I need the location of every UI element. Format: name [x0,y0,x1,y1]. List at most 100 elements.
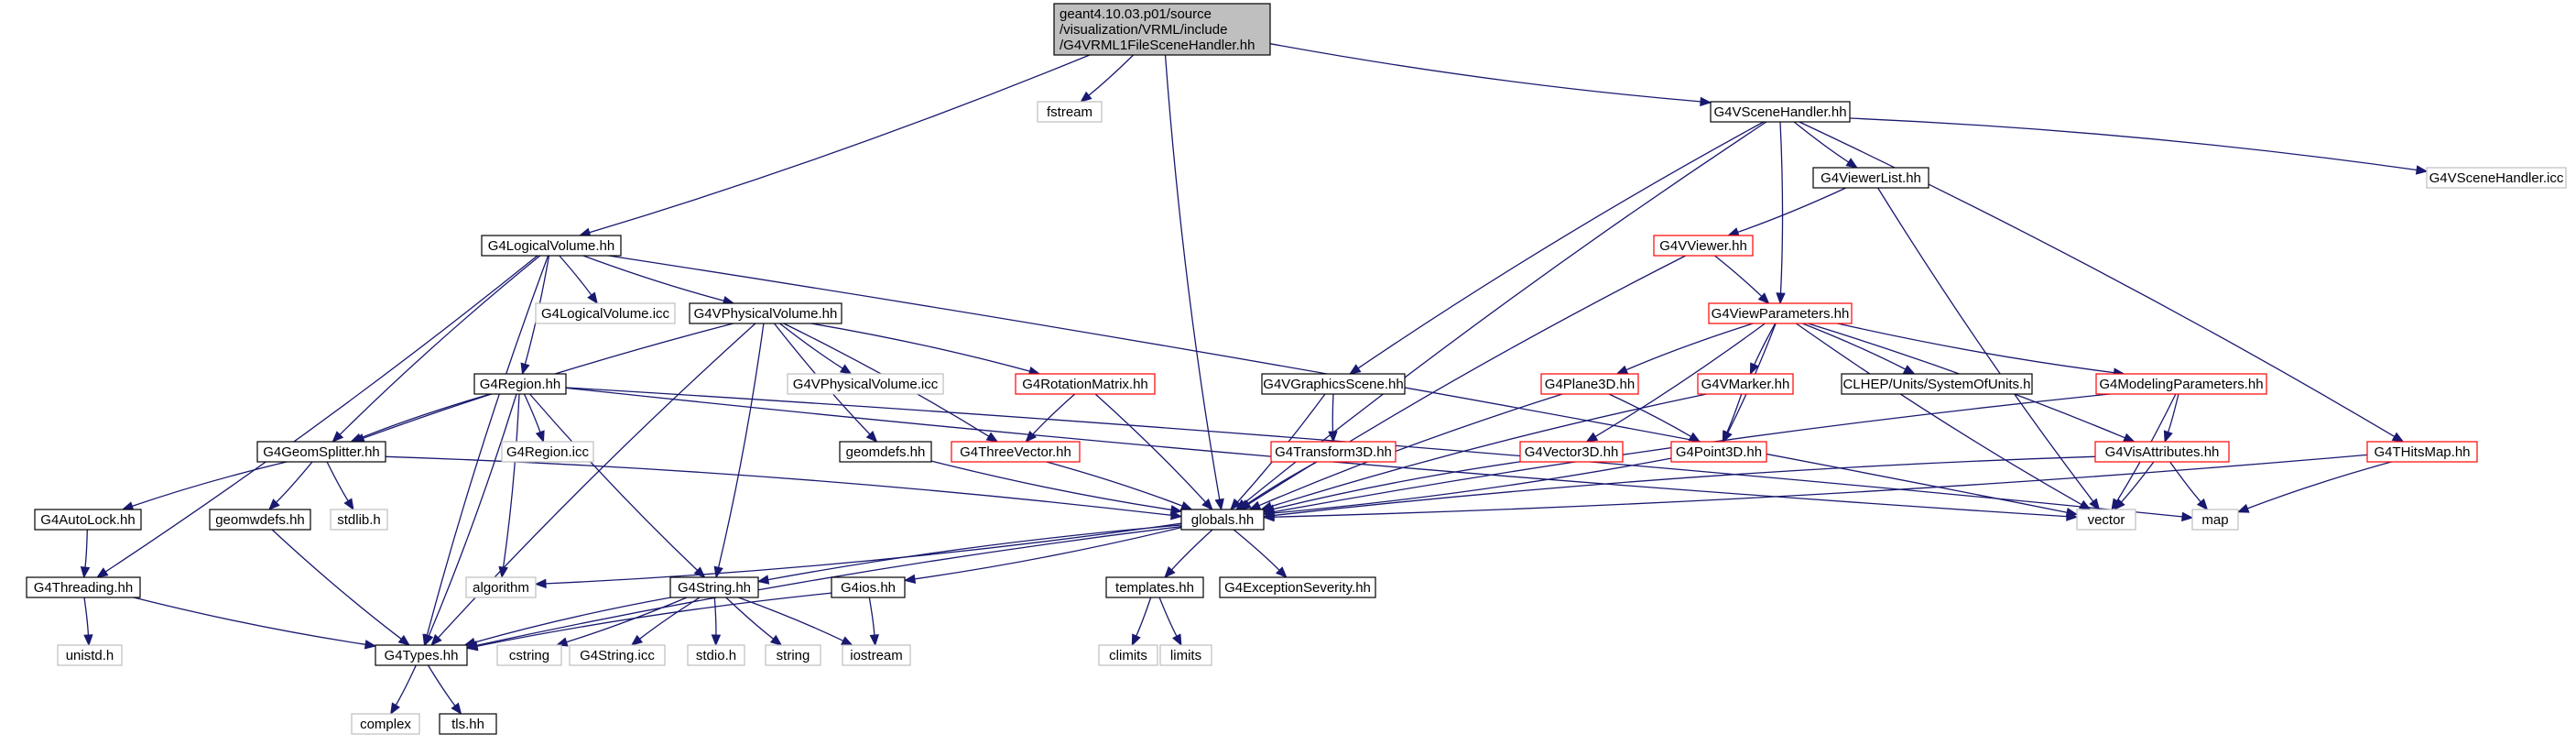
edge-arrowhead-G4Region_hh-to-algorithm [498,565,508,579]
edge-arrowhead-G4ViewerList_hh-to-G4VViewer_hh [1726,227,1740,237]
node-G4ExceptionSeverity-hh[interactable]: G4ExceptionSeverity.hh [1219,576,1376,598]
edge-G4AutoLock_hh-to-G4Threading_hh [84,529,88,568]
node-box [1519,441,1624,463]
node-box [439,713,497,735]
node-fstream[interactable]: fstream [1037,101,1103,123]
node-G4ModelingParameters-hh[interactable]: G4ModelingParameters.hh [2095,373,2267,395]
node-unistd-h[interactable]: unistd.h [57,644,123,666]
edge-arrowhead-G4VisAttributes_hh-to-vector [2114,498,2125,510]
edge-G4Region_hh-to-G4GeomSplitter_hh [360,393,491,439]
node-G4VPhysicalVolume-hh[interactable]: G4VPhysicalVolume.hh [689,302,842,324]
node-label: globals.hh [1191,512,1254,528]
edge-globals_hh-to-G4String_hh [767,524,1182,581]
node-label: cstring [509,648,549,663]
node-G4VSceneHandler-hh[interactable]: G4VSceneHandler.hh [1710,101,1851,123]
node-G4ThreeVector-hh[interactable]: G4ThreeVector.hh [951,441,1081,463]
node-templates-hh[interactable]: templates.hh [1105,576,1204,598]
node-algorithm[interactable]: algorithm [465,576,537,598]
node-string[interactable]: string [765,644,821,666]
node-limits[interactable]: limits [1159,644,1212,666]
node-globals-hh[interactable]: globals.hh [1180,509,1265,531]
node-box [687,644,745,666]
edge-arrowhead-G4LogicalVolume_hh-to-G4Region_hh [520,362,530,376]
node-G4Transform3D-hh[interactable]: G4Transform3D.hh [1270,441,1397,463]
edge-arrowhead-root-to-G4VSceneHandler_hh [1700,96,1712,107]
node-box [2095,373,2267,395]
edge-arrowhead-G4LogicalVolume_hh-to-G4LogicalVolume_icc [587,291,598,305]
node-CLHEP-SystemOfUnits-h[interactable]: CLHEP/Units/SystemOfUnits.h [1841,373,2033,395]
edge-root-to-G4VSceneHandler_hh [1269,43,1701,103]
node-stdlib-h[interactable]: stdlib.h [330,509,388,531]
node-G4VViewer-hh[interactable]: G4VViewer.hh [1653,235,1754,257]
edge-arrowhead-G4VisAttributes_hh-to-map [2196,498,2209,511]
node-G4String-icc[interactable]: G4String.icc [569,644,666,666]
edge-arrowhead-G4String_hh-to-G4String_icc [630,634,644,646]
node-G4Types-hh[interactable]: G4Types.hh [375,644,468,666]
edge-arrowhead-G4VMarker_hh-to-G4Point3D_hh [1722,430,1732,444]
edge-G4VMarker_hh-to-globals_hh [1270,393,1707,508]
node-G4VisAttributes-hh[interactable]: G4VisAttributes.hh [2094,441,2230,463]
node-G4Point3D-hh[interactable]: G4Point3D.hh [1670,441,1767,463]
node-label: G4AutoLock.hh [40,512,135,528]
node-G4VMarker-hh[interactable]: G4VMarker.hh [1697,373,1794,395]
node-G4Region-hh[interactable]: G4Region.hh [473,373,567,395]
node-box [57,644,123,666]
node-box [569,644,666,666]
node-G4THitsMap-hh[interactable]: G4THitsMap.hh [2366,441,2478,463]
edge-G4RotationMatrix_hh-to-G4ThreeVector_hh [1032,393,1076,435]
edge-templates_hh-to-limits [1158,597,1178,637]
node-root[interactable]: geant4.10.03.p01/source/visualization/VR… [1053,3,1271,56]
node-G4LogicalVolume-icc[interactable]: G4LogicalVolume.icc [535,302,676,324]
node-iostream[interactable]: iostream [842,644,911,666]
edge-arrowhead-G4ModelingParameters_hh-to-G4VisAttributes_hh [2163,430,2173,444]
node-G4Region-icc[interactable]: G4Region.icc [501,441,594,463]
edge-arrowhead-G4Types_hh-to-tls_hh [451,702,462,716]
node-G4Plane3D-hh[interactable]: G4Plane3D.hh [1540,373,1639,395]
node-stdio-h[interactable]: stdio.h [687,644,745,666]
node-box [2426,167,2567,189]
node-cstring[interactable]: cstring [496,644,562,666]
edge-arrowhead-G4THitsMap_hh-to-map [2236,503,2250,513]
node-geomwdefs-hh[interactable]: geomwdefs.hh [209,509,311,531]
node-G4ios-hh[interactable]: G4ios.hh [831,576,906,598]
edge-arrowhead-G4VPhysicalVolume_hh-to-G4ThreeVector_hh [985,432,999,443]
node-box [351,713,420,735]
edge-G4String_hh-to-G4Types_hh [474,597,671,643]
edge-arrowhead-templates_hh-to-climits [1131,633,1141,647]
edge-globals_hh-to-G4ExceptionSeverity_hh [1233,529,1280,571]
node-G4String-hh[interactable]: G4String.hh [669,576,759,598]
edge-arrowhead-G4ios_hh-to-G4Types_hh [465,641,479,652]
node-G4VPhysicalVolume-icc[interactable]: G4VPhysicalVolume.icc [787,373,944,395]
edge-G4VSceneHandler_hh-to-G4VSceneHandler_icc [1849,117,2418,171]
node-box [1261,373,1406,395]
node-G4RotationMatrix-hh[interactable]: G4RotationMatrix.hh [1015,373,1156,395]
edge-G4LogicalVolume_hh-to-G4LogicalVolume_icc [559,255,592,296]
node-G4Threading-hh[interactable]: G4Threading.hh [26,576,141,598]
edge-templates_hh-to-climits [1136,597,1152,637]
node-map[interactable]: map [2191,509,2239,531]
node-G4LogicalVolume-hh[interactable]: G4LogicalVolume.hh [481,235,622,257]
node-G4GeomSplitter-hh[interactable]: G4GeomSplitter.hh [256,441,386,463]
node-tls-hh[interactable]: tls.hh [439,713,497,735]
node-label: G4VSceneHandler.icc [2429,170,2564,186]
node-vector[interactable]: vector [2076,509,2136,531]
node-label: G4LogicalVolume.hh [488,238,614,254]
node-G4Vector3D-hh[interactable]: G4Vector3D.hh [1519,441,1624,463]
node-label: G4ExceptionSeverity.hh [1224,580,1371,596]
node-climits[interactable]: climits [1098,644,1158,666]
node-box [1105,576,1204,598]
edge-G4VSceneHandler_hh-to-G4THitsMap_hh [1799,121,2396,437]
node-box [501,441,594,463]
node-G4VGraphicsScene-hh[interactable]: G4VGraphicsScene.hh [1261,373,1406,395]
node-G4AutoLock-hh[interactable]: G4AutoLock.hh [34,509,142,531]
edge-geomdefs_hh-to-globals_hh [930,460,1172,510]
node-complex[interactable]: complex [351,713,420,735]
node-box [256,441,386,463]
node-geomdefs-hh[interactable]: geomdefs.hh [839,441,932,463]
node-G4ViewParameters-hh[interactable]: G4ViewParameters.hh [1708,302,1853,324]
node-G4VSceneHandler-icc[interactable]: G4VSceneHandler.icc [2426,167,2567,189]
node-box [1180,509,1265,531]
edge-arrowhead-G4VGraphicsScene_hh-to-G4Transform3D_hh [1328,431,1338,444]
node-G4ViewerList-hh[interactable]: G4ViewerList.hh [1812,167,1929,189]
node-label: geant4.10.03.p01/source [1060,6,1212,22]
